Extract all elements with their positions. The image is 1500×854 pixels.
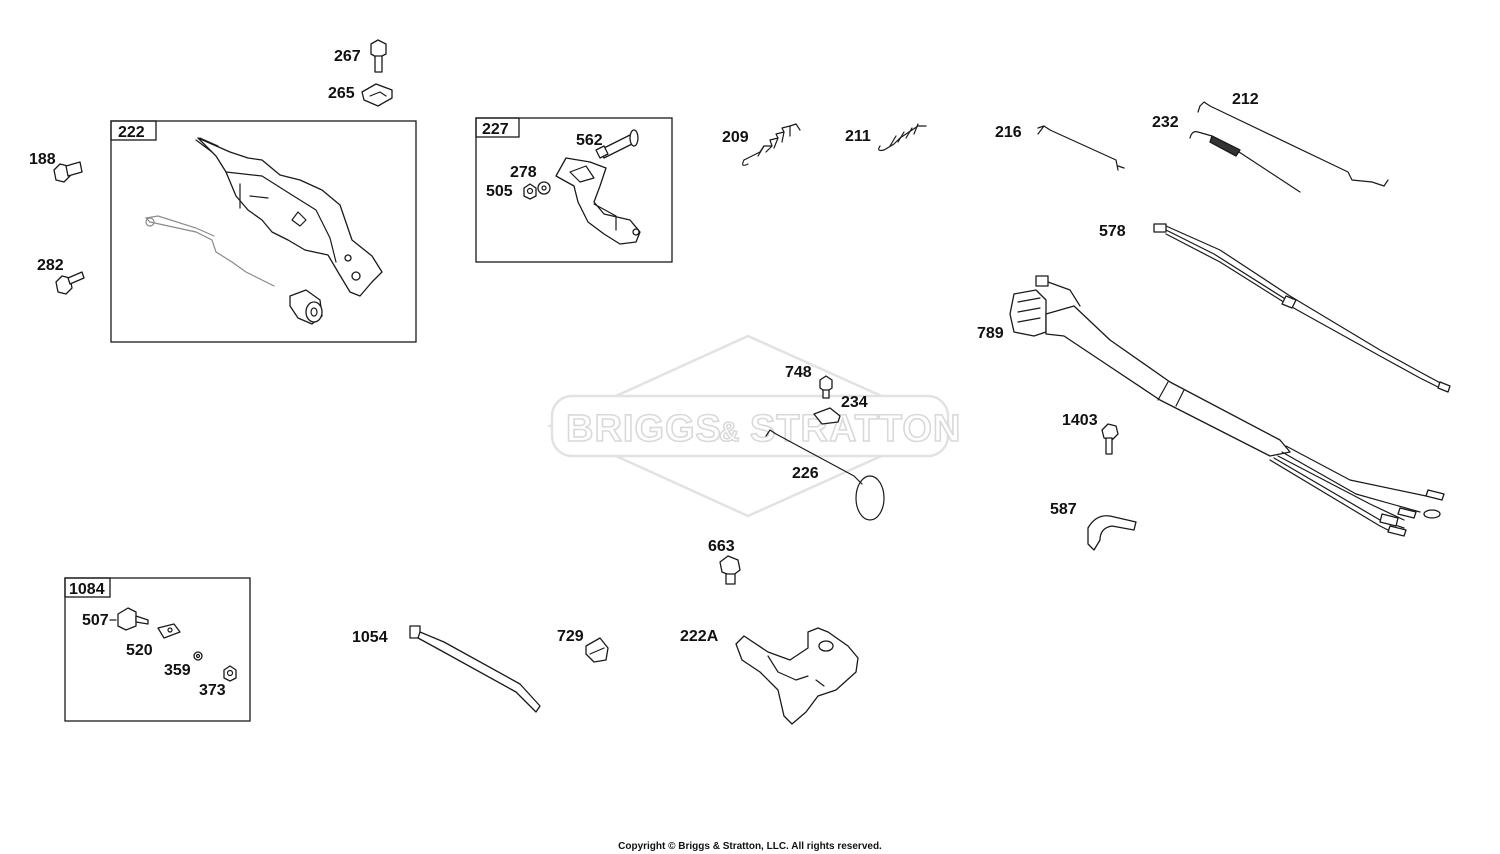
copyright-notice: Copyright © Briggs & Stratton, LLC. All … — [618, 841, 882, 852]
nut-373-part[interactable] — [223, 665, 237, 682]
control-knob-part[interactable] — [289, 289, 323, 325]
clamp-587-part[interactable] — [1087, 515, 1137, 551]
label-222A: 222A — [680, 628, 719, 645]
switch-507-part[interactable] — [109, 607, 149, 631]
governor-bracket-part[interactable] — [195, 137, 383, 297]
label-578: 578 — [1099, 223, 1126, 240]
clip-265-part[interactable] — [361, 83, 393, 107]
washer-359-part[interactable] — [193, 651, 203, 661]
group-1084[interactable]: 1084 — [64, 577, 251, 722]
label-226: 226 — [792, 465, 819, 482]
clip-729-part[interactable] — [585, 637, 609, 663]
label-267: 267 — [334, 48, 361, 65]
watermark-left: BRIGGS — [566, 408, 722, 450]
cable-tie-1054-part[interactable] — [409, 625, 541, 713]
spring-209-part[interactable] — [742, 123, 801, 166]
label-562: 562 — [576, 132, 603, 149]
pin-562-part[interactable] — [595, 129, 639, 159]
label-663: 663 — [708, 538, 735, 555]
label-216: 216 — [995, 124, 1022, 141]
watermark-right: STRATTON — [750, 408, 961, 450]
brand-watermark: BRIGGS & STRATTON — [546, 334, 961, 518]
link-216-part[interactable] — [1037, 125, 1125, 171]
label-507: 507 — [82, 612, 109, 629]
label-211: 211 — [845, 128, 871, 145]
link-212-part[interactable] — [1197, 101, 1389, 187]
label-729: 729 — [557, 628, 584, 645]
spring-232-part[interactable] — [1189, 131, 1301, 193]
nut-505-part[interactable] — [523, 183, 537, 200]
label-282: 282 — [37, 257, 64, 274]
label-278: 278 — [510, 164, 537, 181]
label-209: 209 — [722, 129, 749, 146]
label-505: 505 — [486, 183, 513, 200]
screw-663-part[interactable] — [719, 555, 741, 585]
label-359: 359 — [164, 662, 191, 679]
harness-789-part[interactable] — [1009, 275, 1445, 537]
label-748: 748 — [785, 364, 812, 381]
label-1403: 1403 — [1062, 412, 1098, 429]
rod-226-part[interactable] — [765, 429, 885, 521]
group-222[interactable]: 222 — [110, 120, 417, 343]
label-232: 232 — [1152, 114, 1179, 131]
washer-278-part[interactable] — [537, 181, 551, 195]
label-520: 520 — [126, 642, 153, 659]
label-265: 265 — [328, 85, 355, 102]
harness-578-part[interactable] — [1153, 223, 1451, 393]
screw-267-part[interactable] — [370, 39, 387, 73]
group-227[interactable]: 227 — [475, 117, 673, 263]
label-587: 587 — [1050, 501, 1077, 518]
group-1084-label: 1084 — [69, 581, 105, 598]
bracket-222A-part[interactable] — [735, 627, 859, 725]
screw-1403-part[interactable] — [1101, 423, 1119, 455]
terminal-520-part[interactable] — [157, 623, 181, 639]
label-212: 212 — [1232, 91, 1259, 108]
control-bracket-227-part[interactable] — [555, 157, 641, 245]
label-188: 188 — [29, 151, 56, 168]
screw-188-part[interactable] — [53, 161, 83, 183]
label-1054: 1054 — [352, 629, 388, 646]
group-222-label: 222 — [118, 124, 145, 141]
screw-282-part[interactable] — [55, 271, 85, 295]
clip-234-part[interactable] — [813, 407, 841, 425]
governor-link-part[interactable] — [144, 215, 275, 287]
group-227-label: 227 — [482, 121, 509, 138]
spring-211-part[interactable] — [878, 123, 927, 152]
label-234: 234 — [841, 394, 868, 411]
watermark-amp: & — [719, 416, 740, 447]
label-789: 789 — [977, 325, 1004, 342]
screw-748-part[interactable] — [819, 375, 833, 399]
label-373: 373 — [199, 682, 226, 699]
